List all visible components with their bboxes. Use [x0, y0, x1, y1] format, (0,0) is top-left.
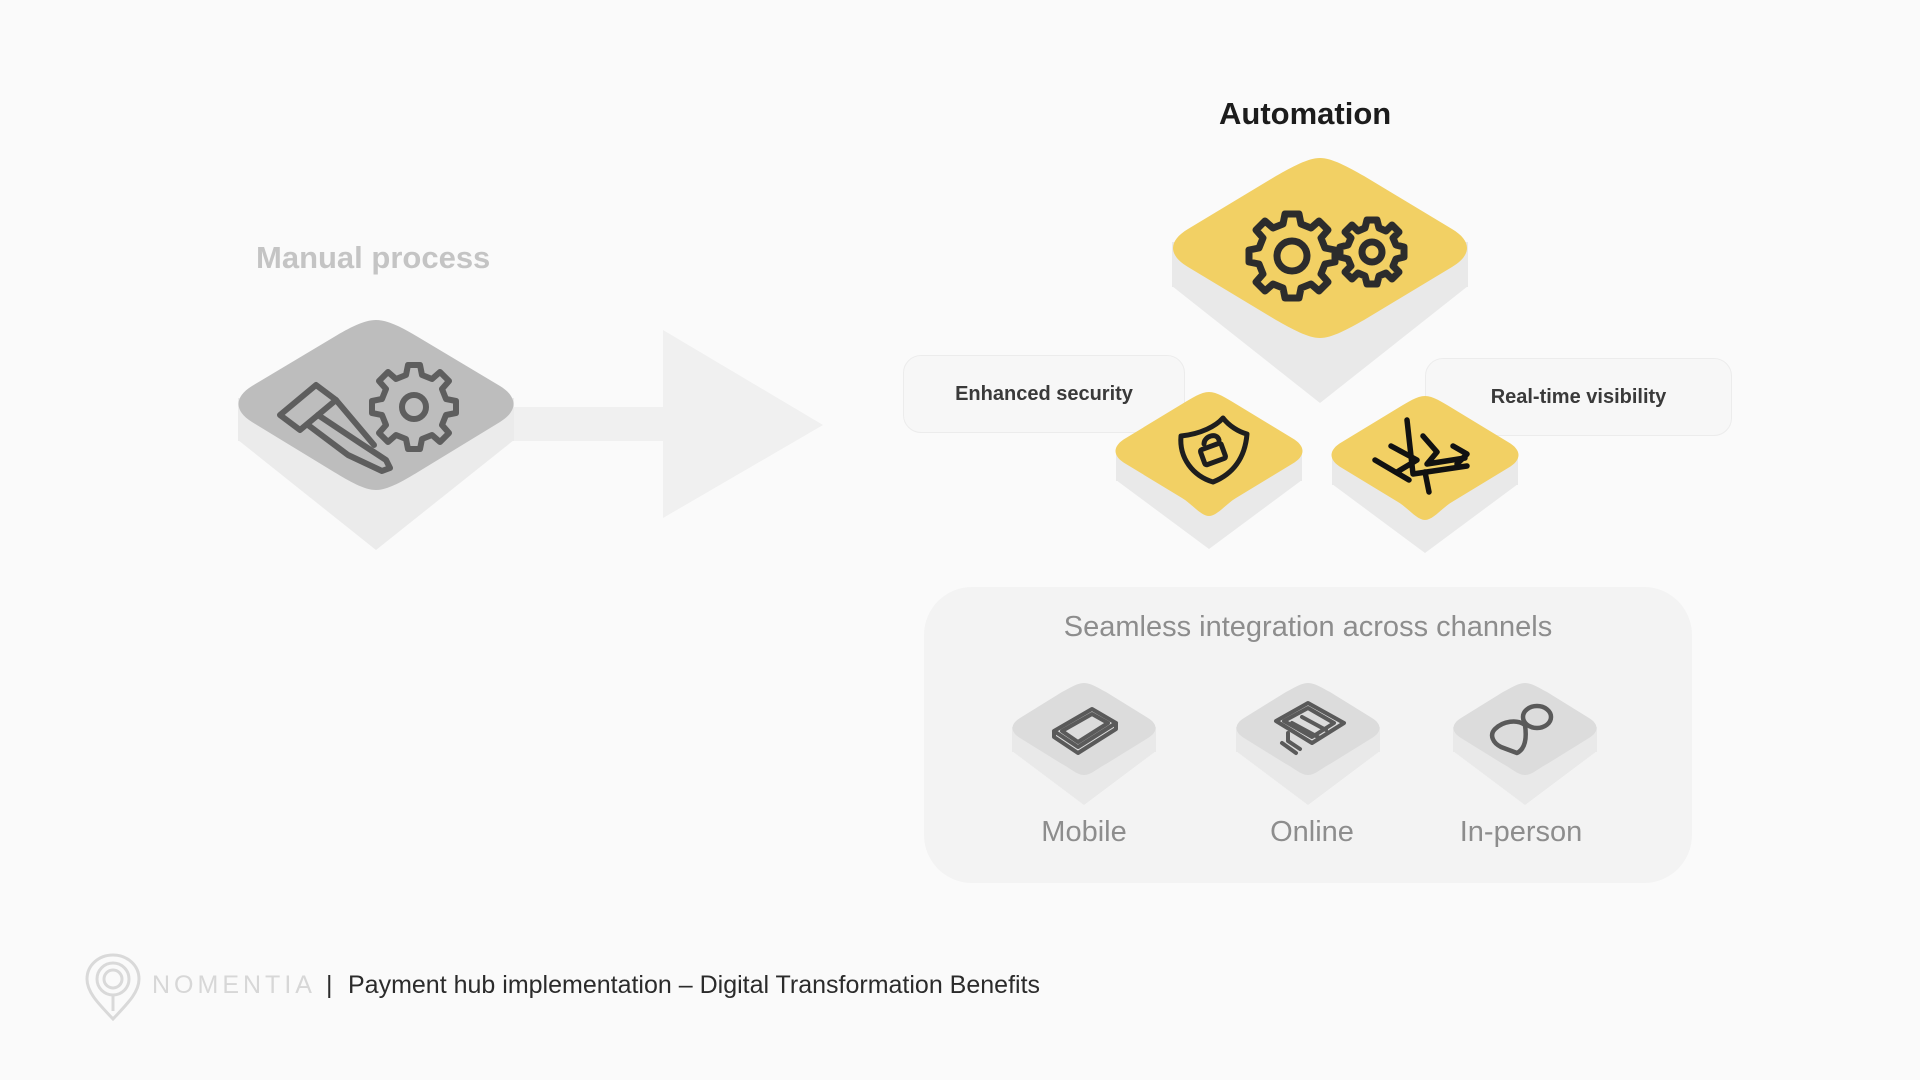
channel-tile-mobile — [1012, 683, 1156, 805]
mobile-phone-icon — [1052, 707, 1118, 755]
channels-panel: Seamless integration across channels — [924, 587, 1692, 883]
transition-arrow — [490, 330, 823, 518]
channels-title: Seamless integration across channels — [1063, 611, 1553, 643]
person-icon — [1489, 703, 1554, 756]
feature-label-enhanced-security: Enhanced security — [903, 355, 1185, 433]
footer-title: Payment hub implementation – Digital Tra… — [348, 971, 1041, 999]
automation-title: Automation — [1219, 96, 1392, 131]
security-tile — [1115, 392, 1303, 549]
gears-icon — [1245, 210, 1408, 302]
computer-icon — [1274, 701, 1346, 755]
channel-tile-in-person — [1453, 683, 1597, 805]
wrench-gear-icon — [277, 362, 459, 474]
channel-label-online: Online — [1270, 816, 1354, 848]
channel-label-mobile: Mobile — [1041, 816, 1127, 848]
visibility-tile — [1331, 396, 1519, 553]
footer-separator: | — [326, 971, 333, 999]
footer-brand: NOMENTIA — [152, 971, 316, 999]
channel-tile-online — [1236, 683, 1380, 805]
shield-lock-icon — [1178, 415, 1250, 485]
chart-trend-icon — [1372, 417, 1470, 495]
manual-process-title: Manual process — [256, 240, 491, 275]
automation-tile — [1172, 158, 1468, 403]
manual-process-tile — [238, 320, 514, 550]
nomentia-logo-icon — [85, 953, 141, 1021]
channel-label-in-person: In-person — [1459, 816, 1583, 848]
